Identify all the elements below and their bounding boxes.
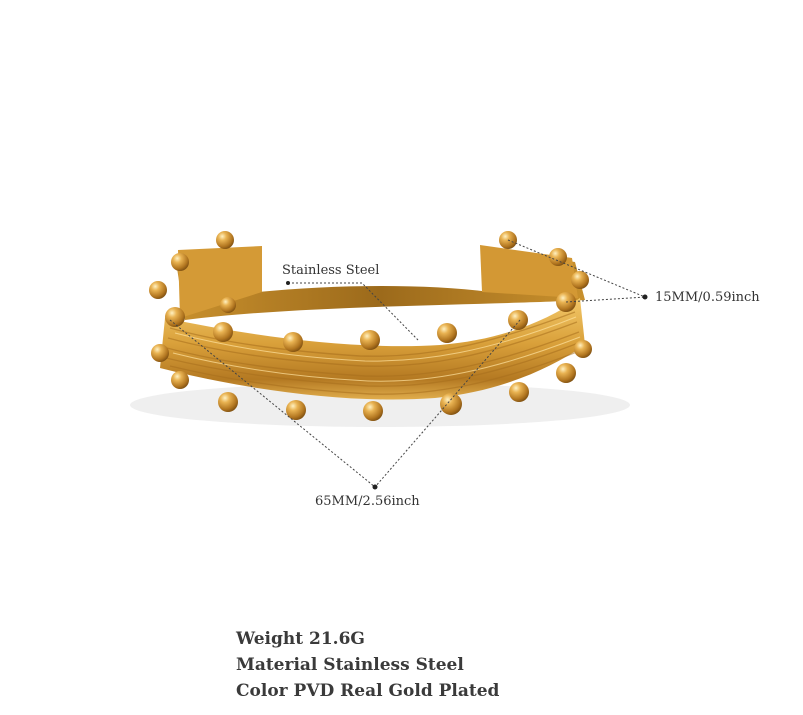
cuff-left-end: [178, 246, 262, 318]
beads: [149, 231, 592, 421]
material-callout-label: Stainless Steel: [282, 263, 380, 278]
spec-material: Material Stainless Steel: [236, 655, 464, 675]
band-highlight: [172, 316, 581, 382]
annotation-lines: [169, 239, 646, 488]
width-callout-label: 65MM/2.56inch: [315, 494, 420, 509]
annotation-dots: [286, 281, 648, 490]
spec-weight: Weight 21.6G: [236, 629, 365, 649]
spec-list: Weight 21.6G Material Stainless Steel Co…: [236, 626, 499, 704]
height-callout-label: 15MM/0.59inch: [655, 290, 760, 305]
band-texture: [165, 311, 583, 395]
spec-color: Color PVD Real Gold Plated: [236, 681, 500, 701]
cuff-inner: [175, 248, 585, 320]
